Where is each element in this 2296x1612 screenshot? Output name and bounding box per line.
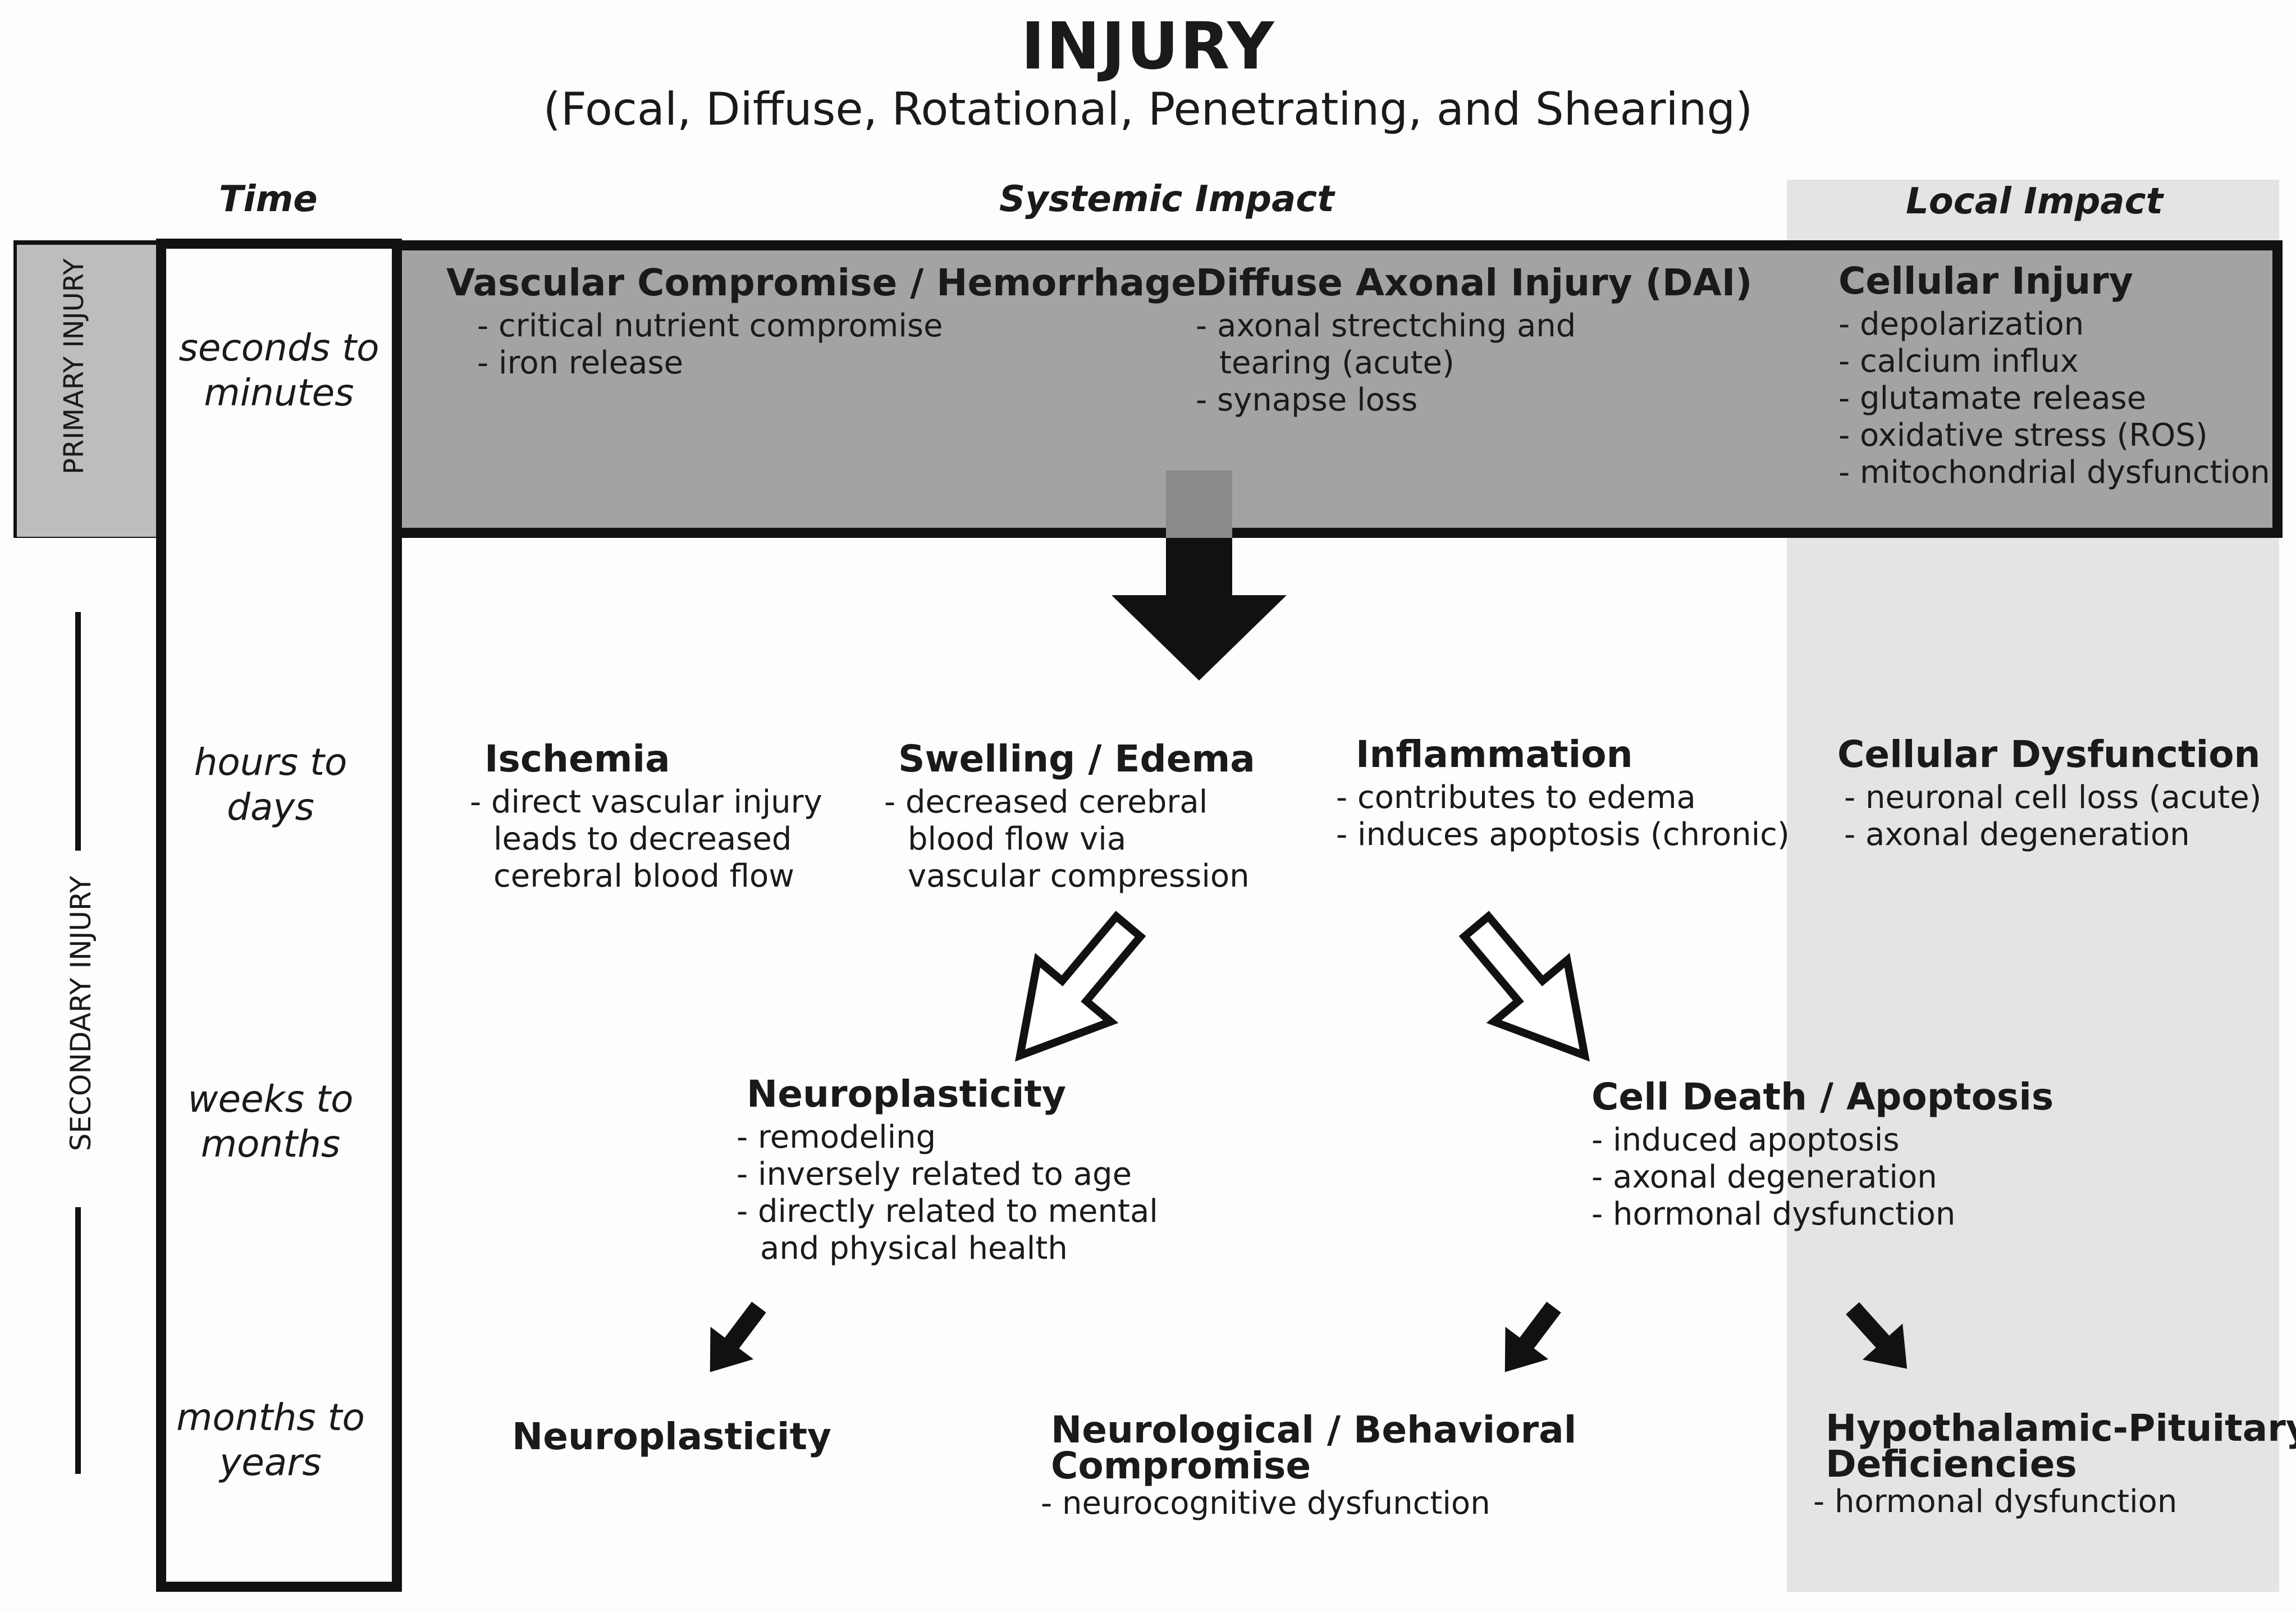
small-arrow-to-hypothalamic-icon (1846, 1302, 1908, 1369)
cellular-dysfunction-title: Cellular Dysfunction (1837, 733, 2261, 776)
diffuse-axonal-injury-title: Diffuse Axonal Injury (DAI) (1196, 261, 1753, 304)
big-arrow-shaft-shade (1166, 471, 1232, 538)
cell-death-item: - hormonal dysfunction (1591, 1196, 1956, 1232)
neuroplasticity-item: - directly related to mental (737, 1193, 1158, 1230)
neurological-behavioral-box: Neurological / Behavioral Compromise - n… (1041, 1408, 1577, 1522)
cellular-dysfunction-box: Cellular Dysfunction - neuronal cell los… (1837, 733, 2262, 853)
vascular-item: - iron release (477, 345, 684, 381)
cellular-injury-box: Cellular Injury - depolarization - calci… (1838, 259, 2270, 491)
time-label-seconds-to-minutes: seconds to minutes (179, 326, 379, 414)
column-header-time: Time (219, 179, 318, 220)
dai-item: - axonal strectching and (1196, 308, 1576, 344)
inflammation-item: - induces apoptosis (chronic) (1336, 816, 1790, 853)
inflammation-box: Inflammation - contributes to edema - in… (1336, 733, 1790, 853)
hollow-arrow-left-icon (1015, 911, 1146, 1062)
cellular-dysfunction-item: - axonal degeneration (1844, 816, 2190, 853)
diagram-title: INJURY (1021, 9, 1275, 84)
hypothalamic-pituitary-title-line2: Deficiencies (1826, 1442, 2077, 1486)
swelling-edema-title: Swelling / Edema (898, 737, 1255, 780)
swelling-item: vascular compression (908, 858, 1250, 894)
small-arrow-to-neurological-icon (1504, 1302, 1561, 1372)
neuroplasticity-item: - remodeling (737, 1119, 936, 1156)
ischemia-title: Ischemia (484, 737, 670, 780)
ischemia-item: leads to decreased (493, 821, 792, 857)
time-label-months-to-years: months to years (176, 1396, 365, 1484)
secondary-bracket-line-bottom (75, 1207, 81, 1474)
ischemia-item: - direct vascular injury (470, 784, 822, 820)
time-column (156, 239, 402, 1592)
cell-death-apoptosis-title: Cell Death / Apoptosis (1591, 1075, 2054, 1118)
ischemia-box: Ischemia - direct vascular injury leads … (470, 737, 822, 895)
diagram-subtitle: (Focal, Diffuse, Rotational, Penetrating… (543, 83, 1753, 135)
hollow-arrow-right-icon (1458, 911, 1590, 1062)
primary-injury-label-box (17, 245, 159, 537)
neuroplasticity-box: Neuroplasticity - remodeling - inversely… (737, 1072, 1158, 1267)
cellular-injury-item: - oxidative stress (ROS) (1838, 417, 2208, 454)
swelling-item: blood flow via (908, 821, 1127, 857)
inflammation-title: Inflammation (1356, 733, 1633, 776)
vascular-compromise-title: Vascular Compromise / Hemorrhage (446, 261, 1197, 304)
dai-item: - synapse loss (1196, 382, 1418, 418)
cellular-injury-item: - glutamate release (1838, 380, 2147, 417)
column-header-local: Local Impact (1906, 181, 2164, 222)
column-header-systemic: Systemic Impact (999, 179, 1334, 220)
neurological-item: - neurocognitive dysfunction (1041, 1485, 1490, 1522)
hypothalamic-item: - hormonal dysfunction (1813, 1483, 2178, 1520)
time-label-hours-to-days: hours to days (194, 741, 347, 829)
neuroplasticity-title: Neuroplasticity (747, 1072, 1067, 1116)
cell-death-apoptosis-box: Cell Death / Apoptosis - induced apoptos… (1591, 1075, 2053, 1233)
neuroplasticity-item: - inversely related to age (737, 1156, 1132, 1193)
swelling-item: - decreased cerebral (884, 784, 1208, 820)
time-label-weeks-to-months: weeks to months (187, 1077, 354, 1166)
secondary-bracket-line-top (75, 612, 81, 851)
cellular-injury-item: - calcium influx (1838, 343, 2079, 380)
cell-death-item: - axonal degeneration (1591, 1159, 1937, 1195)
outcome-neuroplasticity-title: Neuroplasticity (512, 1415, 832, 1458)
diffuse-axonal-injury-box: Diffuse Axonal Injury (DAI) - axonal str… (1196, 261, 1752, 419)
dai-item: tearing (acute) (1219, 345, 1455, 381)
big-down-arrow-icon (1112, 538, 1287, 681)
hypothalamic-pituitary-box: Hypothalamic-Pituitary Deficiencies - ho… (1813, 1406, 2296, 1520)
neurological-behavioral-title-line1: Neurological / Behavioral (1051, 1408, 1577, 1451)
inflammation-item: - contributes to edema (1336, 779, 1696, 816)
cellular-dysfunction-item: - neuronal cell loss (acute) (1844, 779, 2262, 816)
cell-death-item: - induced apoptosis (1591, 1122, 1900, 1158)
vascular-compromise-box: Vascular Compromise / Hemorrhage - criti… (446, 261, 1196, 382)
neuroplasticity-item: and physical health (760, 1230, 1068, 1267)
swelling-edema-box: Swelling / Edema - decreased cerebral bl… (884, 737, 1255, 895)
vascular-item: - critical nutrient compromise (477, 308, 943, 344)
cellular-injury-item: - mitochondrial dysfunction (1838, 454, 2270, 491)
hypothalamic-pituitary-title-line1: Hypothalamic-Pituitary (1826, 1406, 2296, 1450)
cellular-injury-item: - depolarization (1838, 306, 2084, 343)
ischemia-item: cerebral blood flow (493, 858, 795, 894)
neurological-behavioral-title-line2: Compromise (1051, 1444, 1311, 1487)
cellular-injury-title: Cellular Injury (1838, 259, 2133, 303)
small-arrow-to-neuroplasticity-icon (710, 1302, 766, 1372)
